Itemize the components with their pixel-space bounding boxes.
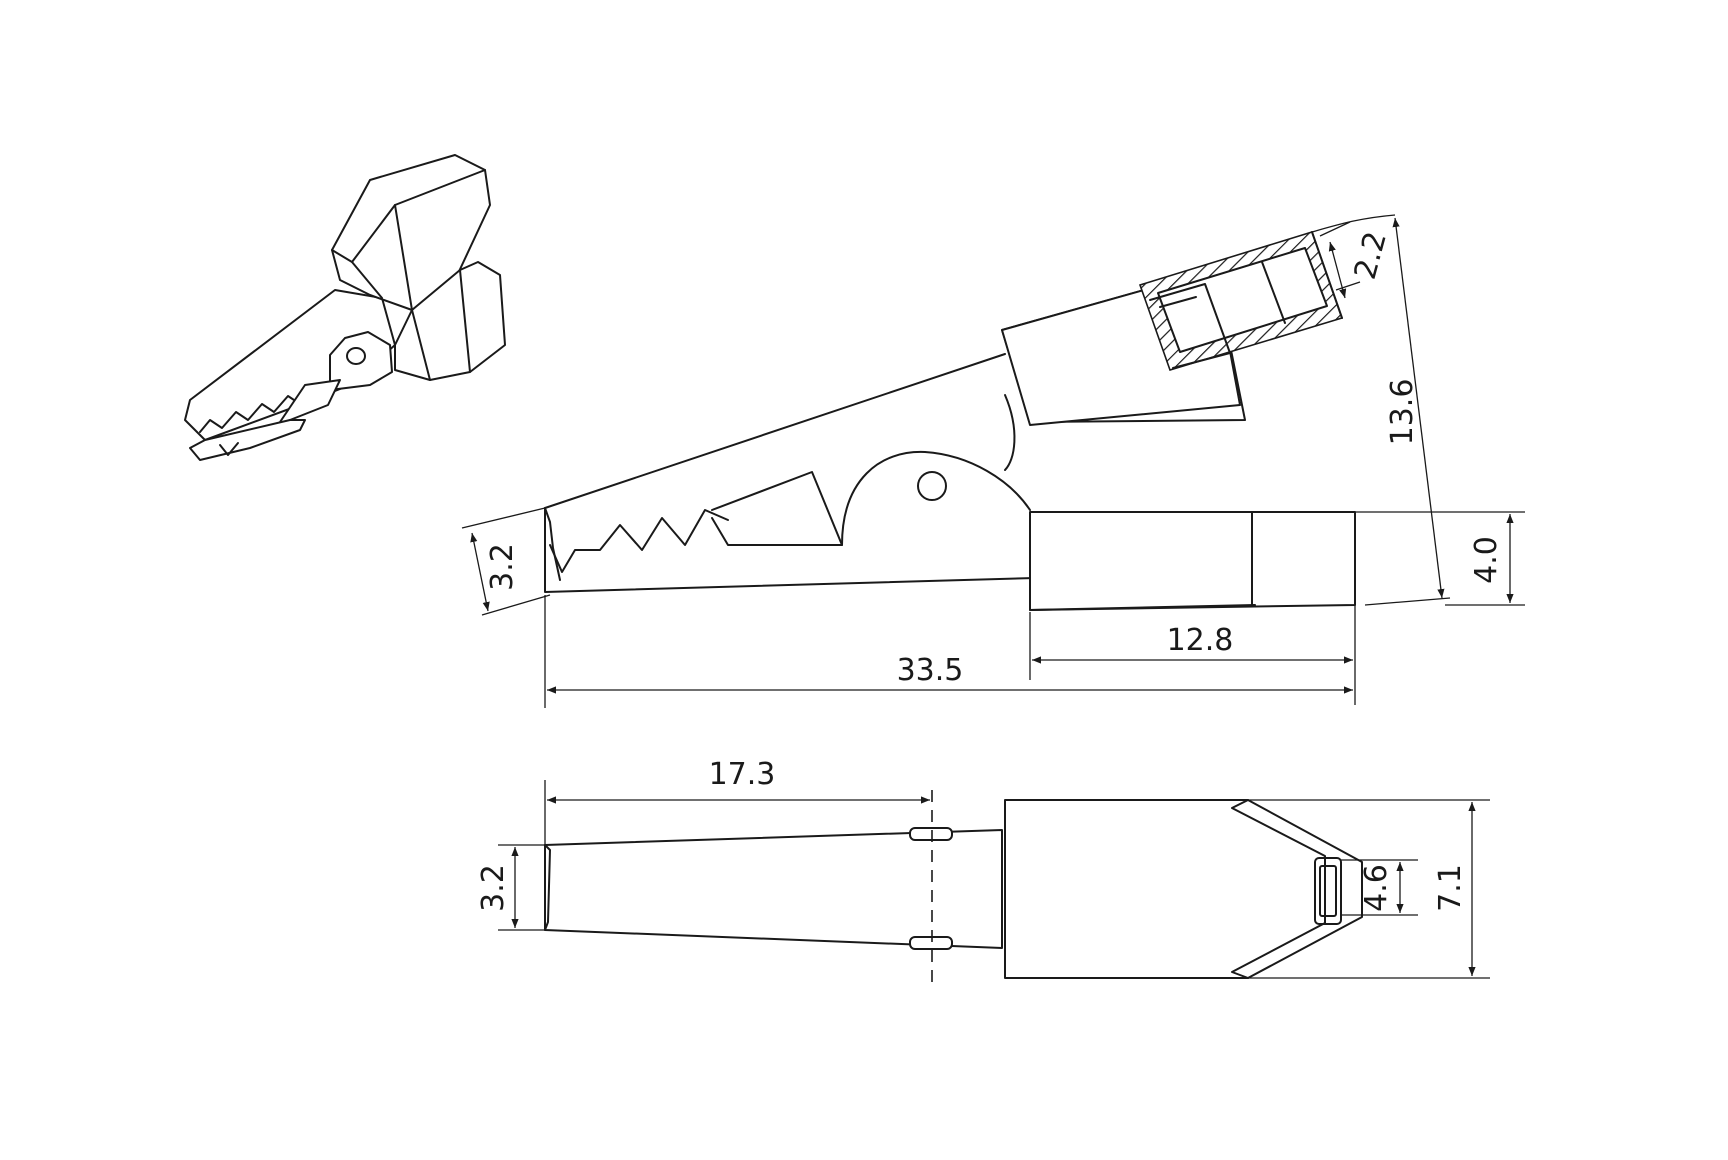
side-view-dimensions: 3.2 2.2 13.6 4.0 12.8 33.5 [461,214,1525,708]
dim-overall-length: 33.5 [897,653,964,688]
top-view-dimensions: 17.3 3.2 4.6 7.1 [476,757,1490,979]
dim-slot-width: 4.6 [1359,864,1394,912]
top-view [544,790,1363,985]
dim-overall-height: 13.6 [1385,379,1420,446]
dim-body-height: 4.0 [1469,536,1504,584]
dim-tube-wall: 2.2 [1348,228,1394,283]
dim-jaw-length-top: 17.3 [709,757,776,792]
dim-jaw-height-side: 3.2 [485,543,520,591]
isometric-sketch [184,154,506,461]
dim-jaw-width-top: 3.2 [476,864,511,912]
dim-body-width: 7.1 [1433,864,1468,912]
dim-handle-length: 12.8 [1167,623,1234,658]
side-view [544,231,1356,611]
